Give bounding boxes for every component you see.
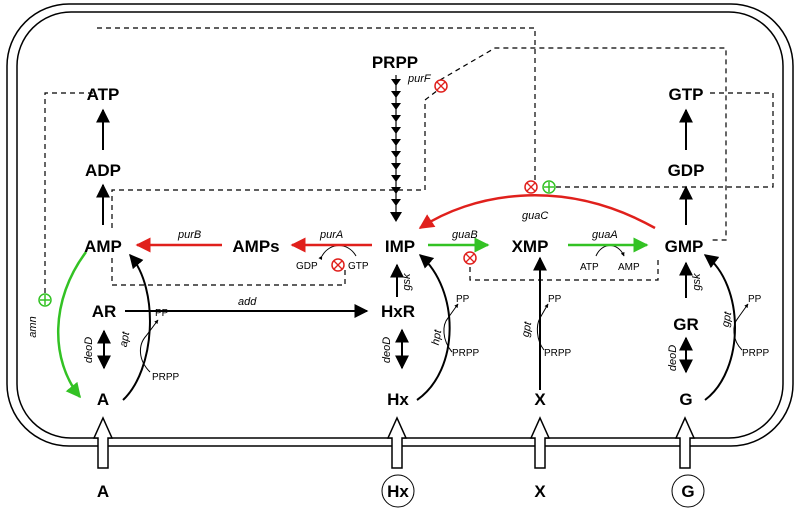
metabolite-XMP: XMP — [512, 237, 549, 256]
black-reactions — [96, 108, 736, 401]
red-reactions — [135, 194, 656, 253]
external-A: A — [97, 482, 109, 501]
enzyme-deoD-Hx: deoD — [381, 337, 393, 363]
cofactor-PRPP-apt: PRPP — [152, 372, 180, 383]
cofactor-PP-gpt-G: PP — [748, 294, 762, 305]
cofactor-PRPP-gpt-X: PRPP — [544, 348, 572, 359]
transporter-Hx — [386, 416, 408, 469]
green-reactions — [56, 237, 649, 399]
enzyme-gsk-GMP: gsk — [691, 273, 703, 291]
cofactor-GDP: GDP — [296, 261, 318, 272]
activation-icon-guaC — [542, 180, 556, 194]
cofactor-PRPP-hpt: PRPP — [452, 348, 480, 359]
cofactor-PRPP-gpt-G: PRPP — [742, 348, 770, 359]
cell-membrane-inner — [16, 11, 784, 439]
external-G-circle — [671, 474, 705, 508]
metabolite-X: X — [534, 390, 546, 409]
metabolite-Hx: Hx — [387, 390, 409, 409]
enzyme-gpt-G: gpt — [720, 310, 735, 328]
cofactor-AMP: AMP — [618, 262, 640, 273]
cofactor-PP-hpt: PP — [456, 294, 470, 305]
enzyme-amn: amn — [27, 316, 39, 337]
external-Hx: Hx — [387, 482, 409, 501]
transporter-G — [674, 416, 696, 469]
enzyme-guaA: guaA — [592, 229, 618, 241]
external-Hx-circle — [381, 474, 415, 508]
enzyme-purB: purB — [177, 229, 201, 241]
enzyme-gsk-IMP: gsk — [401, 273, 413, 291]
enzyme-hpt: hpt — [430, 328, 445, 346]
enzyme-purA: purA — [319, 229, 343, 241]
enzyme-guaC: guaC — [522, 210, 548, 222]
transporter-A — [92, 416, 114, 469]
metabolite-PRPP: PRPP — [372, 53, 418, 72]
enzyme-gpt-X: gpt — [520, 320, 535, 338]
external-X: X — [534, 482, 546, 501]
enzyme-purF: purF — [407, 73, 432, 85]
enzyme-deoD-A: deoD — [83, 337, 95, 363]
metabolite-GTP: GTP — [669, 85, 704, 104]
transporter-X — [529, 416, 551, 469]
metabolite-G: G — [679, 390, 692, 409]
metabolite-ADP: ADP — [85, 161, 121, 180]
metabolite-HxR: HxR — [381, 302, 415, 321]
regulation-lines — [44, 27, 774, 300]
inhibition-icon-guaB — [463, 251, 477, 265]
metabolite-AR: AR — [92, 302, 117, 321]
cofactor-GTP: GTP — [348, 261, 369, 272]
cofactor-arcs — [140, 245, 749, 373]
activation-icon-amn — [38, 293, 52, 307]
enzyme-apt: apt — [118, 330, 133, 348]
metabolite-GR: GR — [673, 315, 699, 334]
enzyme-guaB: guaB — [452, 229, 478, 241]
metabolite-IMP: IMP — [385, 237, 415, 256]
metabolite-AMPs: AMPs — [232, 237, 279, 256]
cofactor-ATP: ATP — [580, 262, 599, 273]
external-G: G — [681, 482, 694, 501]
enzyme-deoD-G: deoD — [667, 345, 679, 371]
metabolite-AMP: AMP — [84, 237, 122, 256]
inhibition-icon-purA — [331, 258, 345, 272]
metabolite-GMP: GMP — [665, 237, 704, 256]
metabolite-GDP: GDP — [668, 161, 705, 180]
cofactor-PP-gpt-X: PP — [548, 294, 562, 305]
inhibition-icon-guaC — [524, 180, 538, 194]
prpp-to-imp-pathway — [390, 75, 402, 222]
metabolite-ATP: ATP — [87, 85, 120, 104]
enzyme-add: add — [238, 296, 257, 308]
metabolite-A: A — [97, 390, 109, 409]
cofactor-PP-apt: PP — [155, 308, 169, 319]
inhibition-icon-purF — [434, 79, 448, 93]
